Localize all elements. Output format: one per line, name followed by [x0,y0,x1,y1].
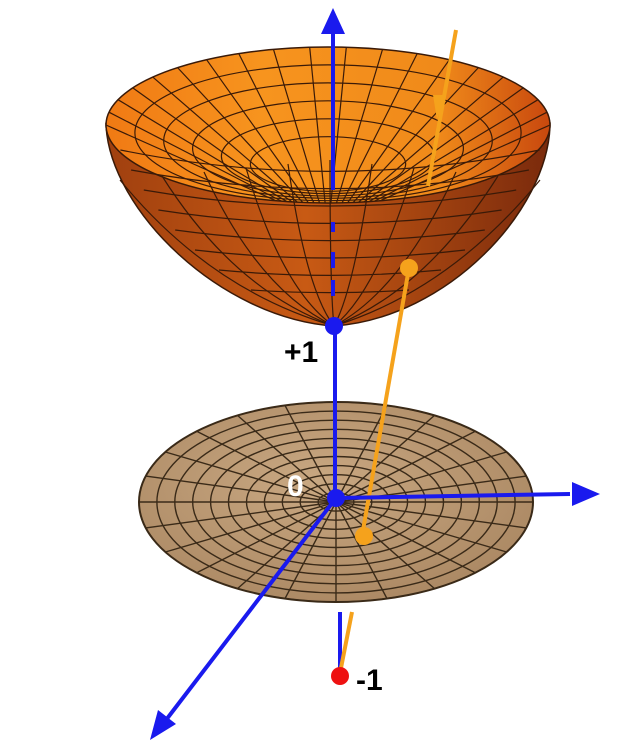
y-axis-arrow-icon [150,710,176,740]
disk-spoke [335,501,435,590]
disk-spoke [145,475,337,503]
bowl-outer-meridian [203,171,335,327]
disk-spoke [145,501,337,529]
hyperboloid-bowl [105,46,551,327]
disk-spoke [165,501,337,553]
bowl-inner-meridian [332,49,384,203]
bowl-outer-band [250,289,410,294]
label-zero: 0 [287,470,304,503]
disk-spoke [335,501,388,599]
bowl-inner-meridian [132,87,311,203]
vertical-axis [331,14,337,498]
bowl-outer-meridian [333,163,373,327]
point-origin [327,489,345,507]
disk-spoke [335,414,435,503]
bowl-outer-band [194,249,466,259]
bowl-inner-meridian [272,49,324,203]
ray-direction-arrow-icon [433,95,445,120]
vertical-axis-arrow-icon [321,8,345,34]
disk-spoke [335,451,507,503]
disk-spoke [165,451,337,503]
bowl-inner-meridian [117,99,310,203]
bowl-outer-meridian [245,167,335,327]
disk-spoke [196,430,337,503]
bowl-inner-meridian [347,111,548,203]
bowl-inner-meridian [206,59,318,203]
bowl-inner-meridian [346,99,539,203]
bowl-inner-meridian [347,124,550,203]
disk-spoke [335,501,507,553]
disk-spoke [284,405,337,503]
label-minus-one: -1 [356,664,383,697]
projection-ray-upper [426,29,458,187]
bowl-inner-meridian [338,59,450,203]
y-axis [164,496,338,722]
bowl-outer-meridian [333,175,499,327]
bowl-inner-meridian [106,124,309,203]
bowl-outer-meridian [333,179,541,327]
disk-spoke [284,501,337,599]
projection-ray-middle [360,267,411,537]
bowl-outer-meridian [333,167,415,327]
x-axis [335,492,571,500]
bowl-inner-meridian [343,76,504,203]
disk-spoke [196,501,337,574]
bowl-inner-ring [134,64,522,202]
bowl-outer-meridian [161,175,335,327]
disk-spoke [335,405,388,503]
point-plus-one [325,317,343,335]
bowl-inner-meridian [341,67,479,203]
point-on-disk [355,527,373,545]
disk-spoke [335,430,476,503]
bowl-inner-ring [249,136,407,192]
bowl-inner-meridian [309,47,327,203]
disk-spoke [237,414,337,503]
disk-spoke [335,501,476,574]
point-minus-one [331,667,349,685]
point-on-bowl [400,259,418,277]
x-axis-arrow-icon [572,482,600,506]
bowl-inner-meridian [152,76,313,203]
bowl-outer-meridian [333,171,457,327]
bowl-inner-ring [192,100,464,197]
label-plus-one: +1 [284,336,318,369]
bowl-outer-meridian [119,179,335,327]
bowl-outer-meridian [287,163,335,327]
